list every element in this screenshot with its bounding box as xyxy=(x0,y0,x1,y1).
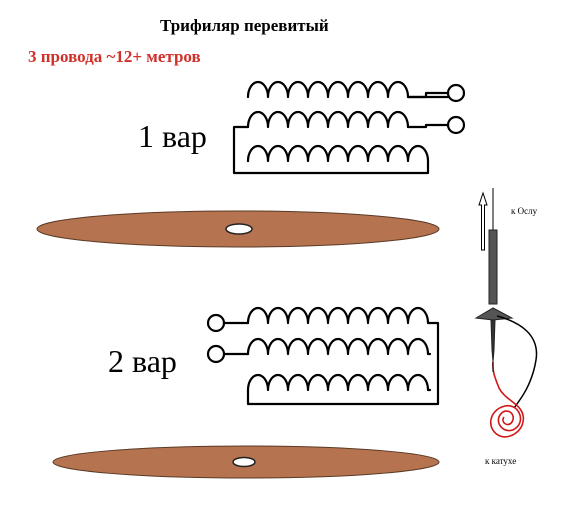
variant-2-coil xyxy=(206,306,440,406)
variant-2-winding-top xyxy=(246,306,432,325)
diagram-title: Трифиляр перевитый xyxy=(160,16,329,35)
variant-1-label: 1 вар xyxy=(138,118,207,154)
disc-2-hole xyxy=(232,456,256,468)
to-oscilloscope-label: к Ослу xyxy=(511,206,538,216)
disc-2 xyxy=(52,445,440,479)
probe xyxy=(474,188,538,438)
variant-1-winding-bottom xyxy=(246,144,430,163)
variant-1-lead-top xyxy=(406,91,450,99)
probe-tip xyxy=(490,319,496,363)
variant-2-winding-bottom xyxy=(246,373,432,392)
disc-1 xyxy=(36,210,440,248)
probe-body xyxy=(488,229,498,305)
variant-1-coil xyxy=(232,80,466,175)
to-coil-label: к катухе xyxy=(485,456,517,466)
variant-1-loop-frame xyxy=(232,125,430,175)
variant-2-loop-frame xyxy=(246,321,440,406)
variant-1-terminal-middle xyxy=(446,115,466,135)
variant-2-winding-middle xyxy=(246,337,432,356)
variant-2-terminal-top xyxy=(206,313,226,333)
variant-2-label: 2 вар xyxy=(108,343,177,379)
probe-coil-lead xyxy=(490,361,525,438)
variant-1-winding-middle xyxy=(246,110,410,129)
disc-1-hole xyxy=(225,223,253,235)
variant-1-lead-middle xyxy=(406,123,450,129)
diagram-subtitle: 3 провода ~12+ метров xyxy=(28,47,201,66)
probe-ground-lead xyxy=(496,315,538,409)
variant-1-winding-top xyxy=(246,80,450,99)
up-arrow-icon xyxy=(478,191,488,251)
variant-2-terminal-middle xyxy=(206,344,226,364)
variant-1-terminal-top xyxy=(446,83,466,103)
